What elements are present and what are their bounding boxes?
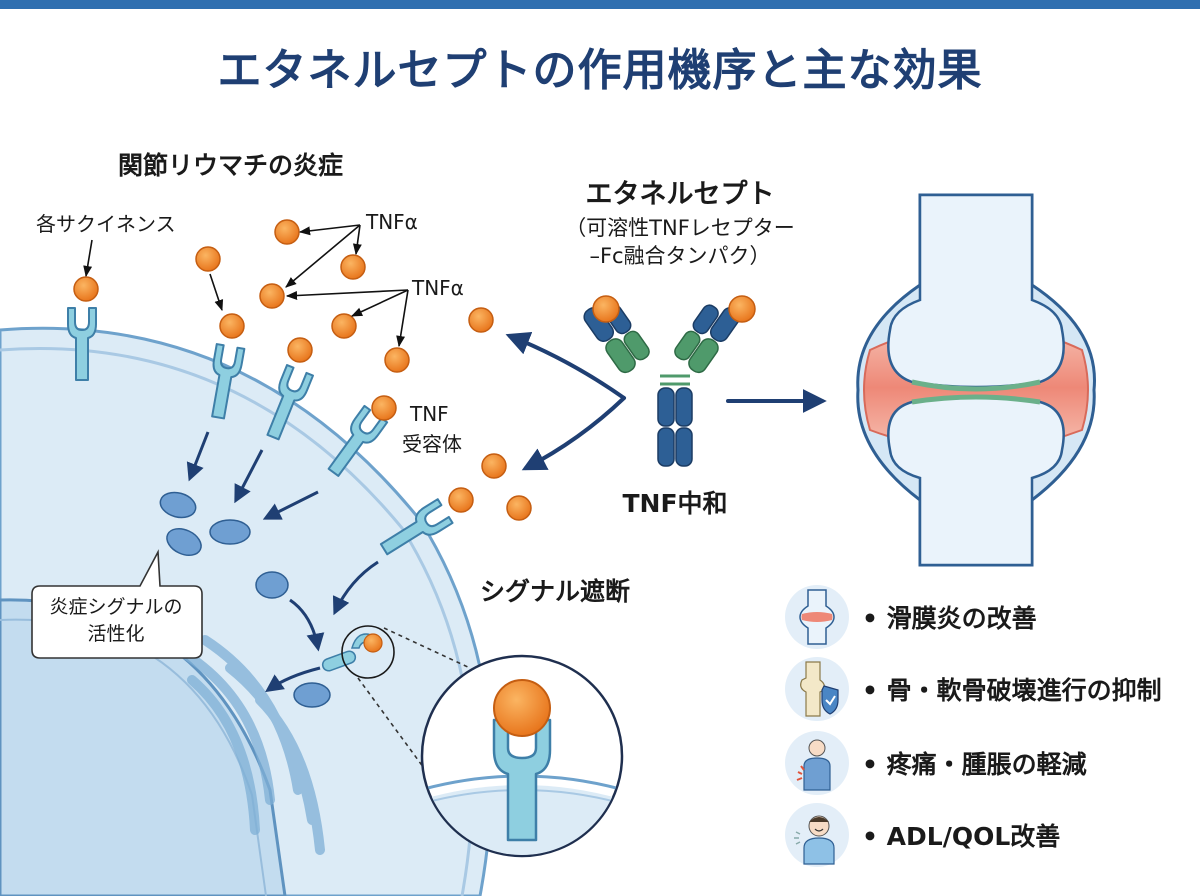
- happy-person-icon: [785, 803, 849, 867]
- benefit-text: • 滑膜炎の改善: [862, 604, 1037, 633]
- tnf-receptor-label-1: TNF: [410, 402, 449, 426]
- top-accent-bar: [0, 0, 1200, 9]
- signal-block-label: シグナル遮断: [480, 577, 631, 606]
- tnf-receptor-label-2: 受容体: [402, 432, 462, 456]
- drug-desc-line-1: （可溶性TNFレセプター: [565, 216, 795, 240]
- callout-line-2: 活性化: [87, 623, 145, 645]
- tnf-alpha-bound: [73, 276, 474, 513]
- magnified-view: [420, 654, 624, 858]
- drug-name-label: エタネルセプト: [585, 179, 775, 210]
- callout-bubble: [31, 549, 203, 659]
- benefit-item: • 滑膜炎の改善: [784, 582, 1184, 652]
- tnf-neutralize-label: TNF中和: [622, 489, 728, 518]
- benefit-text: • 疼痛・腫脹の軽減: [862, 750, 1087, 779]
- neutralize-arrows: [505, 331, 827, 471]
- tnf-alpha-free: [195, 219, 532, 521]
- drug-desc-line-2: –Fc融合タンパク）: [589, 244, 771, 268]
- endoplasmic-reticulum: [177, 635, 325, 855]
- tnf-alpha-label-1: TNFα: [366, 210, 418, 234]
- inflammation-signal-callout: 炎症シグナルの 活性化: [30, 586, 202, 658]
- signal-molecules: [159, 491, 331, 708]
- callout-line-1: 炎症シグナルの: [49, 596, 183, 618]
- benefit-text: • ADL/QOL改善: [862, 822, 1061, 851]
- pointer-lines: [83, 224, 409, 348]
- benefit-item: • ADL/QOL改善: [784, 800, 1184, 870]
- bone-shield-icon: [785, 657, 849, 721]
- internal-receptor: [321, 625, 395, 679]
- etanercept-molecule: [583, 295, 756, 467]
- signal-arrows: [186, 431, 379, 693]
- benefit-item: • 骨・軟骨破壊進行の抑制: [784, 654, 1184, 724]
- page-title: エタネルセプトの作用機序と主な効果: [217, 45, 983, 96]
- pain-person-icon: [785, 731, 849, 795]
- benefit-text: • 骨・軟骨破壊進行の抑制: [862, 676, 1162, 705]
- tnf-alpha-label-2: TNFα: [412, 276, 464, 300]
- cytokines-label: 各サクイネンス: [36, 212, 176, 236]
- benefit-item: • 疼痛・腫脹の軽減: [784, 728, 1184, 798]
- joint-illustration: [856, 193, 1096, 567]
- ra-inflammation-label: 関節リウマチの炎症: [118, 151, 344, 180]
- joint-icon: [785, 585, 849, 649]
